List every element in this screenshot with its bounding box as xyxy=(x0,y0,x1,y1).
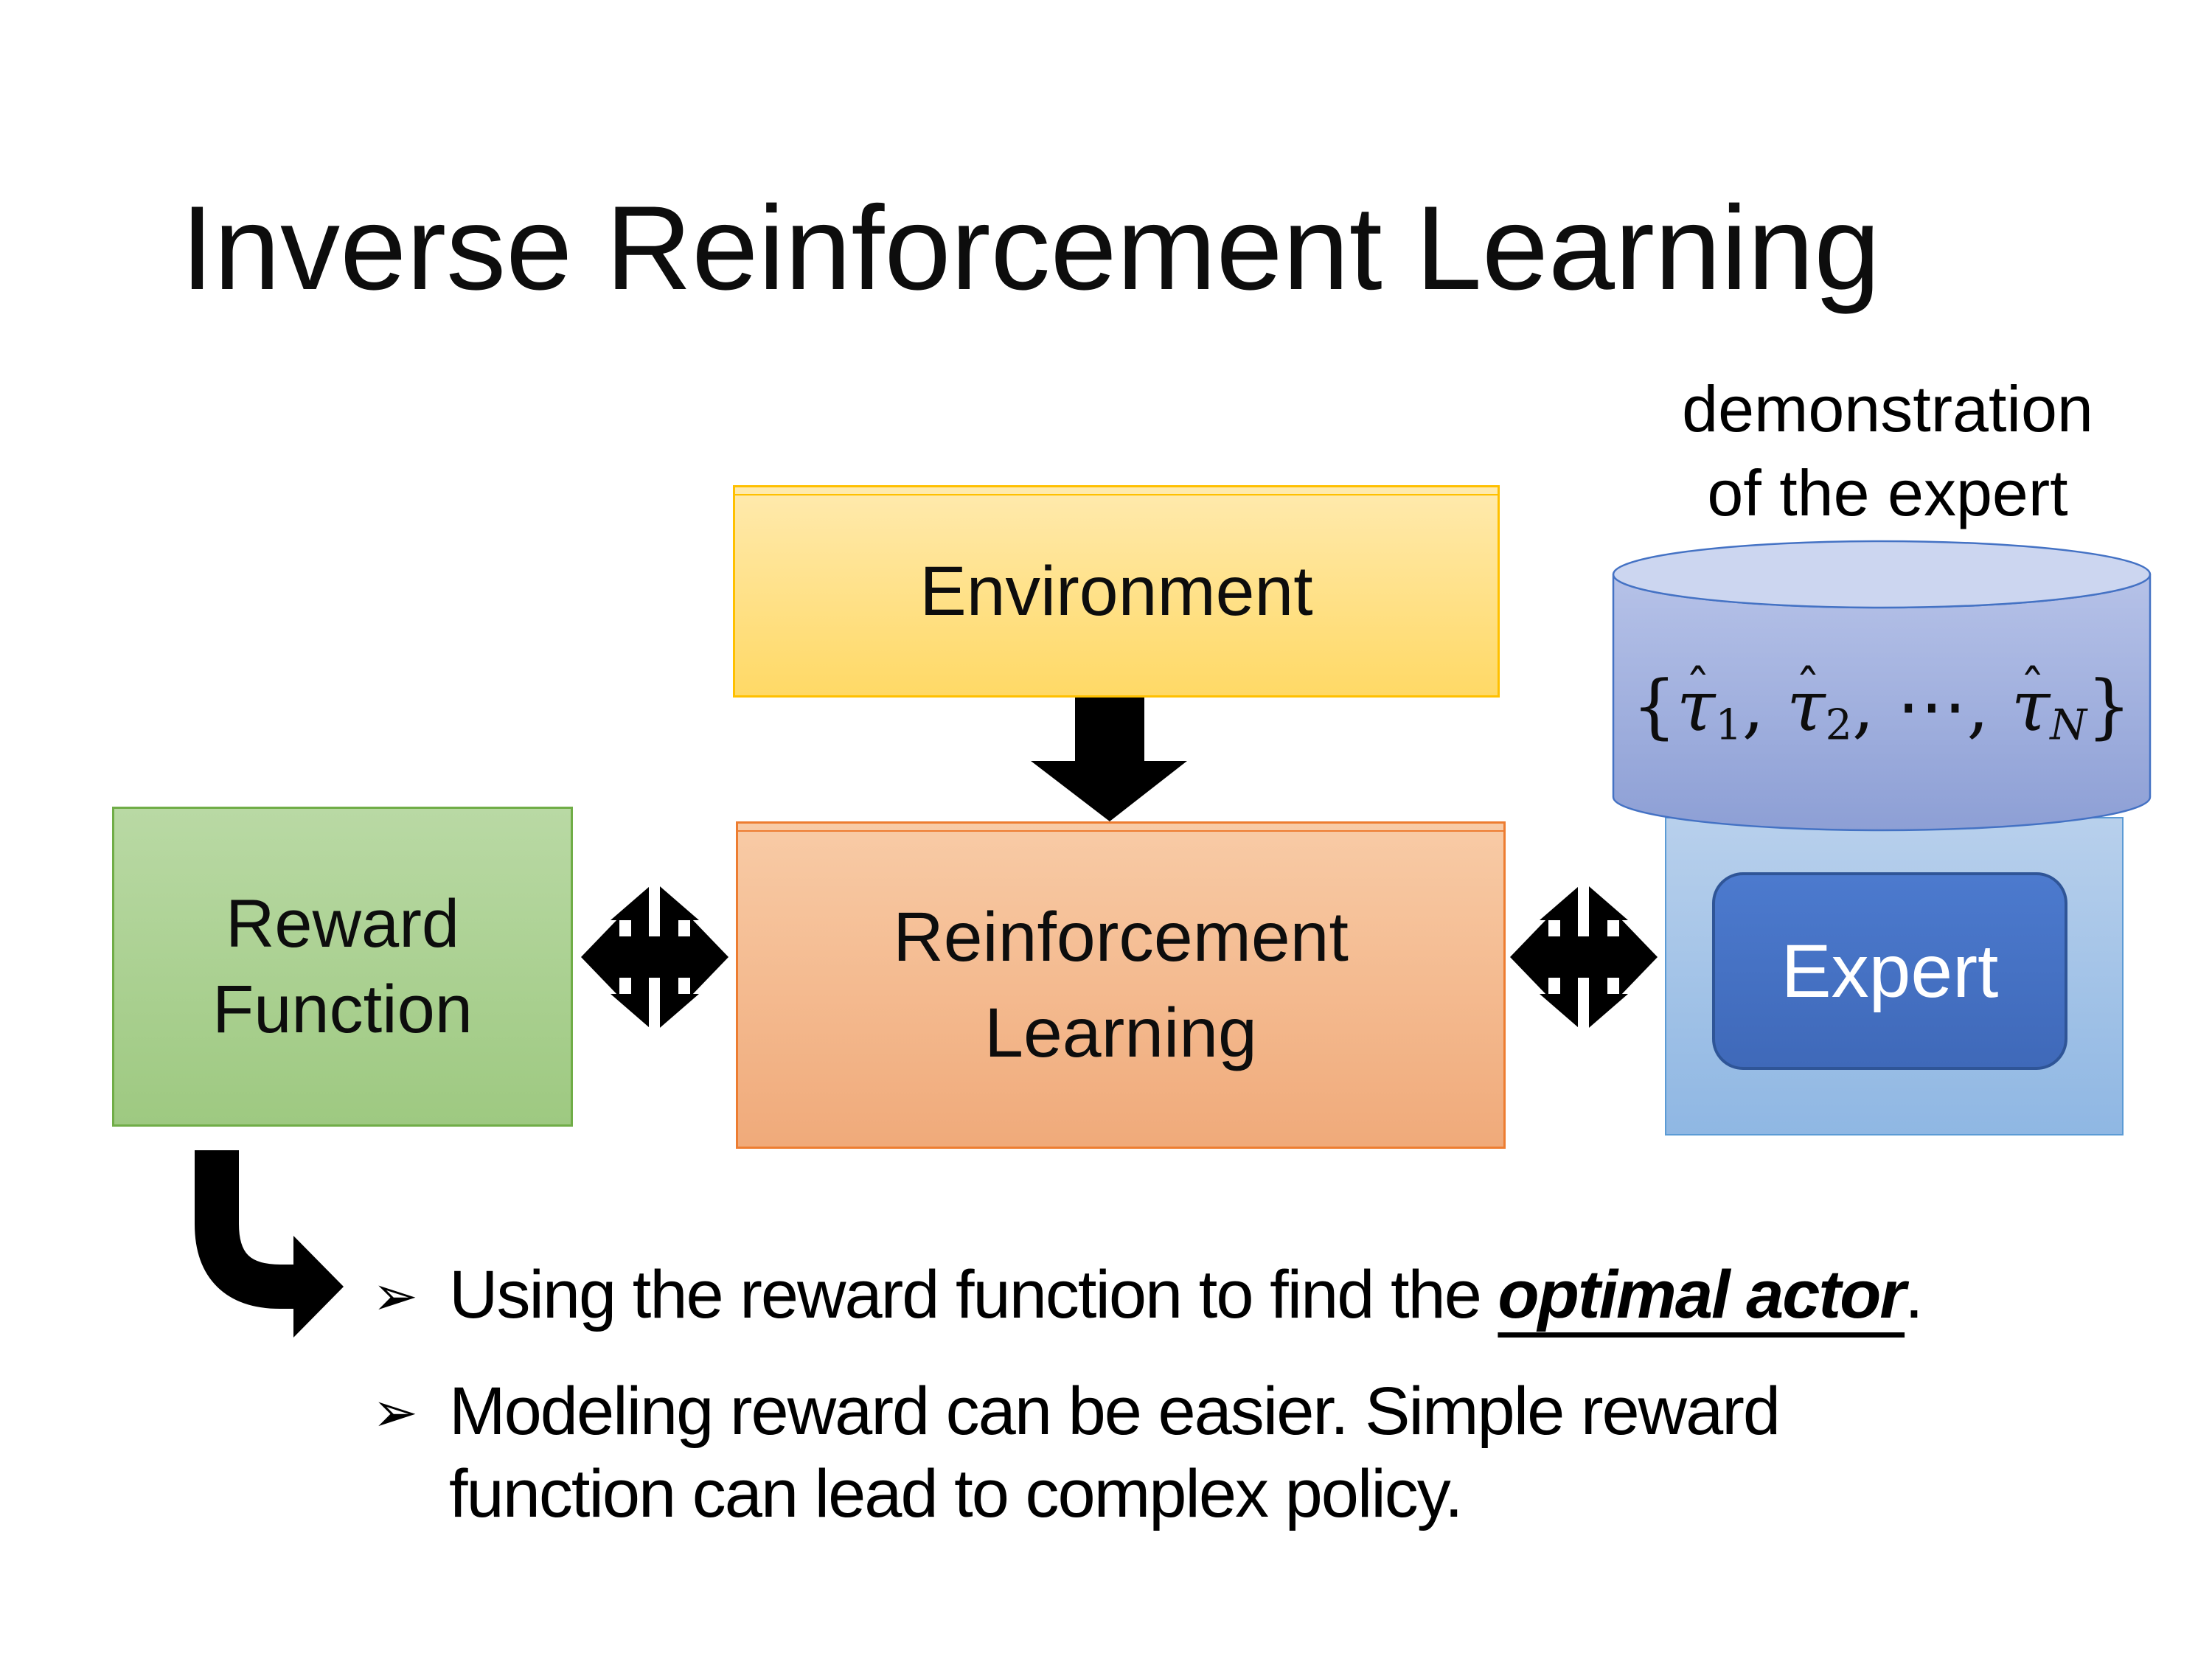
brace-open: { xyxy=(1632,666,1677,747)
rl-label-line1: Reinforcement xyxy=(893,898,1349,976)
comma-2: , xyxy=(1851,666,1897,747)
reward-function-box: Reward Function xyxy=(112,807,573,1127)
cylinder-top xyxy=(1612,540,2152,609)
bullet2-text: Modeling reward can be easier. Simple re… xyxy=(449,1370,1781,1535)
expert-label: Expert xyxy=(1781,928,1999,1013)
reinforcement-learning-label: Reinforcement Learning xyxy=(893,889,1349,1081)
env-to-rl-down-arrow-icon xyxy=(1031,698,1187,821)
comma-3: , xyxy=(1966,666,2011,747)
brace-close: } xyxy=(2087,666,2132,747)
hat-N: ˆ xyxy=(2020,659,2045,718)
bullet1-text: Using the reward function to find the op… xyxy=(449,1253,1924,1336)
reward-to-bullet-elbow-arrow-icon xyxy=(195,1150,344,1338)
tau-2: τ xyxy=(1787,666,1826,747)
bullet1-prefix: Using the reward function to find the xyxy=(449,1257,1498,1332)
bullet-marker-icon: ➢ xyxy=(372,1381,419,1444)
expert-box: Expert xyxy=(1712,872,2067,1070)
reinforcement-learning-box: Reinforcement Learning xyxy=(736,821,1506,1149)
bullet-marker-icon: ➢ xyxy=(372,1265,419,1328)
environment-box: Environment xyxy=(733,485,1500,698)
reward-function-label: Reward Function xyxy=(212,881,473,1052)
comma-1: , xyxy=(1742,666,1787,747)
rl-label-line2: Learning xyxy=(984,994,1257,1072)
reward-label-line2: Function xyxy=(212,972,473,1047)
bullet-item-optimal-actor: ➢ Using the reward function to find the … xyxy=(372,1253,1924,1336)
hat-2: ˆ xyxy=(1795,659,1821,718)
reward-rl-double-arrow-icon xyxy=(581,882,728,1032)
tau-N: τ xyxy=(2011,666,2051,747)
bullet2-line1: Modeling reward can be easier. Simple re… xyxy=(449,1374,1781,1449)
environment-label: Environment xyxy=(919,552,1313,630)
bullet1-suffix: . xyxy=(1905,1257,1924,1332)
trajectory-database-cylinder xyxy=(1612,540,2152,832)
demonstration-label: demonstration of the expert xyxy=(1615,367,2160,535)
rl-expert-double-arrow-icon xyxy=(1510,882,1658,1032)
bullet2-line2: function can lead to complex policy. xyxy=(449,1456,1464,1531)
subscript-1: 1 xyxy=(1715,700,1742,750)
cdots: ⋯ xyxy=(1896,666,1967,747)
hat-1: ˆ xyxy=(1685,659,1711,718)
bullet-item-modeling-reward: ➢ Modeling reward can be easier. Simple … xyxy=(372,1370,1781,1535)
tau-1: τ xyxy=(1676,666,1716,747)
bullet1-emphasis: optimal actor xyxy=(1498,1257,1906,1332)
page-title: Inverse Reinforcement Learning xyxy=(181,181,1881,315)
subscript-2: 2 xyxy=(1825,700,1852,750)
demonstration-label-line1: demonstration xyxy=(1682,372,2093,445)
subscript-N: N xyxy=(2050,700,2087,750)
reward-label-line1: Reward xyxy=(225,886,459,961)
demonstration-label-line2: of the expert xyxy=(1707,456,2068,529)
